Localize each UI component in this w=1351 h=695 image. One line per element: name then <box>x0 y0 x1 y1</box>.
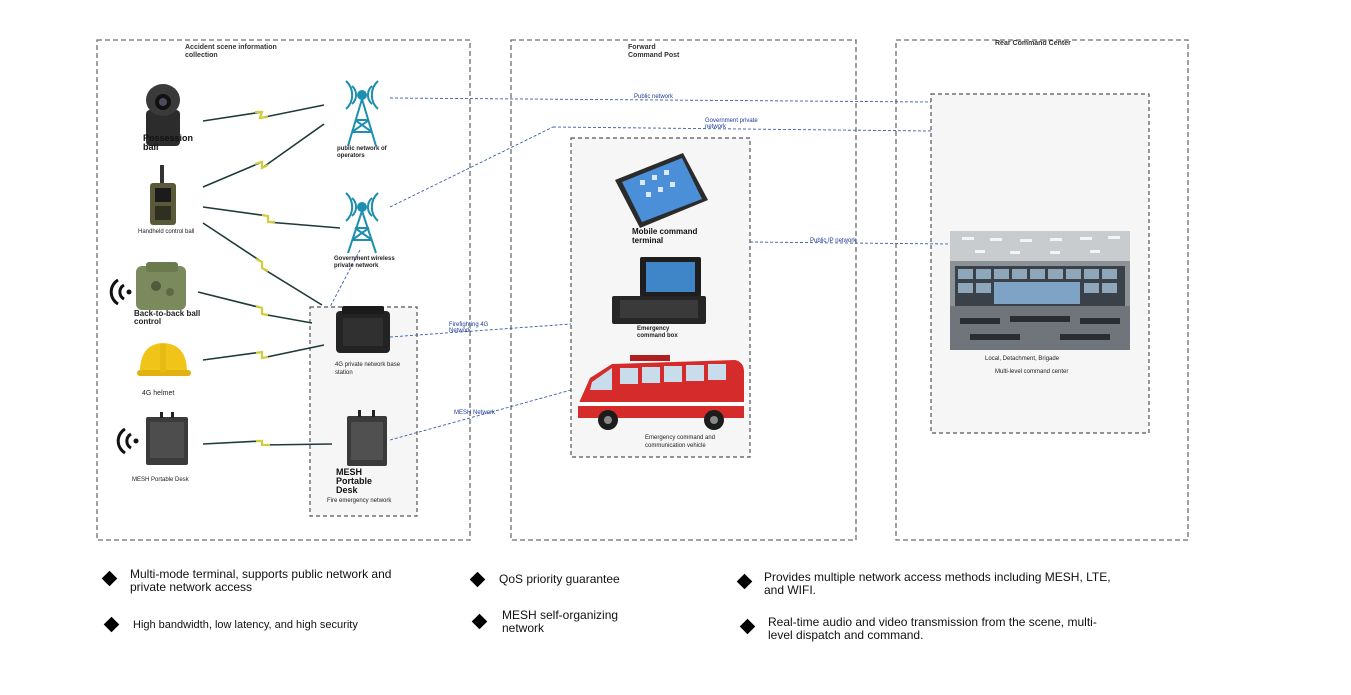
possession-ball-label: Possession ball <box>143 133 194 152</box>
center-desc-label: Multi-level command center <box>995 369 1069 375</box>
back-to-back-label: Back-to-back ball control <box>134 309 201 326</box>
mesh-desk-icon <box>347 410 387 466</box>
feature-3: Provides multiple network access methods… <box>764 570 1111 597</box>
command-center-photo <box>950 231 1130 350</box>
accident-scene-frame <box>96 39 471 541</box>
mesh-network-label: MESH Network <box>454 410 496 416</box>
cell-tower-icon <box>345 192 379 254</box>
rear-command-frame <box>895 39 1189 541</box>
public-network-line <box>389 97 932 103</box>
handheld-ball-label: Handheld control ball <box>138 229 195 235</box>
body-camera-icon <box>109 262 186 310</box>
gov-tower-label: Government wireless private network <box>334 256 395 269</box>
lightning-icon <box>255 258 269 272</box>
lte-base-label: 4G private network base station <box>335 362 401 376</box>
gov-network-label: Government private network <box>705 118 758 130</box>
fire4g-line <box>389 323 572 338</box>
feature-4: High bandwidth, low latency, and high se… <box>133 619 358 631</box>
feature-5: MESH self-organizing network <box>502 608 619 635</box>
command-box-icon <box>612 257 706 324</box>
public-ip-line <box>749 241 951 245</box>
ptz-camera-icon <box>146 84 180 146</box>
accident-scene-title: Accident scene information collection <box>185 44 277 59</box>
lightning-icon <box>255 350 269 360</box>
tablet-label: Mobile command terminal <box>632 227 698 245</box>
gov-network-line-a <box>389 126 554 208</box>
command-vehicle-icon <box>578 355 744 430</box>
forward-command-title-line2: Command Post <box>628 52 680 59</box>
lightning-icon <box>256 439 270 447</box>
forward-command-frame <box>510 39 857 541</box>
lightning-icon <box>255 304 269 317</box>
center-photo-label: Local, Detachment, Brigade <box>985 356 1060 362</box>
mesh-line <box>389 389 572 441</box>
feature-1: Multi-mode terminal, supports public net… <box>130 567 392 594</box>
link-handheld-public <box>202 123 325 188</box>
forward-command-title-line1: Forward <box>628 44 656 51</box>
public-tower-label: public network of operators <box>337 146 387 159</box>
cmd-box-label: Emergency command box <box>637 326 678 339</box>
helmet-icon <box>137 343 191 376</box>
cell-tower-icon <box>345 80 379 147</box>
public-ip-label: Public IP network <box>810 238 857 244</box>
helmet-label: 4G helmet <box>142 390 175 397</box>
public-network-label: Public network <box>634 94 674 100</box>
link-back-base <box>197 291 313 324</box>
lightning-icon <box>261 213 275 224</box>
fire4g-label: Firefighting 4G Network <box>449 322 489 334</box>
link-handheld-gov <box>202 206 341 229</box>
mesh-desk-small-label: MESH Portable Desk <box>132 477 189 483</box>
fire-net-label: Fire emergency network <box>327 498 392 504</box>
mesh-desk-small-icon <box>116 412 188 465</box>
feature-2: QoS priority guarantee <box>499 572 620 586</box>
lightning-icon <box>254 160 269 170</box>
base-station-icon <box>336 306 390 353</box>
tablet-icon <box>615 153 708 228</box>
tower-base-line <box>329 249 361 308</box>
gov-network-line-b <box>552 126 932 132</box>
feature-6: Real-time audio and video transmission f… <box>768 615 1097 642</box>
lightning-icon <box>255 110 269 120</box>
vehicle-label: Emergency command and communication vehi… <box>645 435 716 449</box>
rear-command-title: Rear Command Center <box>995 40 1071 47</box>
mesh-desk-label: MESH Portable Desk <box>336 467 373 495</box>
handheld-terminal-icon <box>150 165 176 225</box>
